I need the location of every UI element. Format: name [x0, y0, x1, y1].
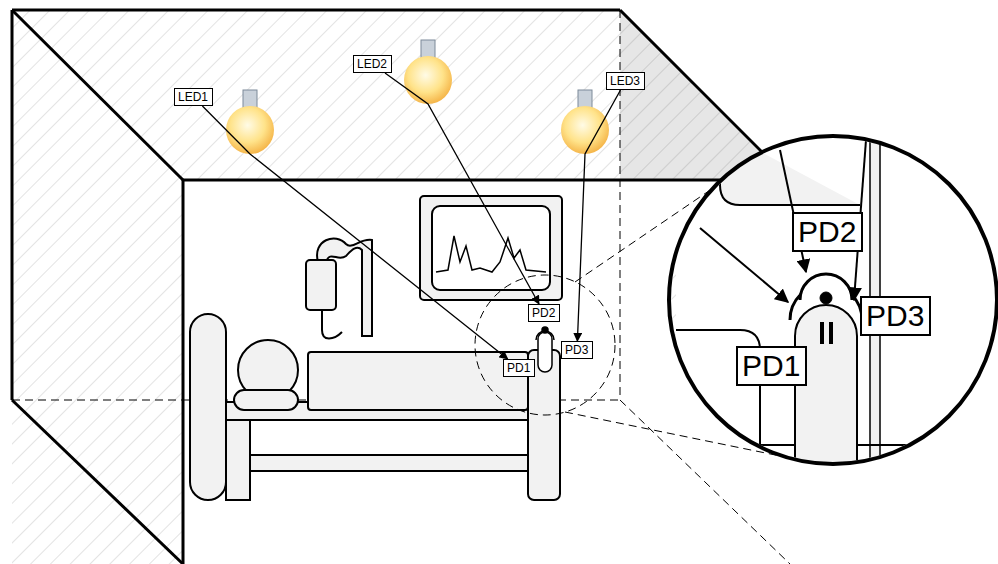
label-box: PD3	[561, 341, 593, 359]
label-text: PD1	[507, 362, 531, 374]
left-wall	[12, 10, 183, 564]
zoom-label-box: PD1	[736, 346, 807, 386]
monitor	[420, 196, 562, 300]
zoom-label-box: PD2	[792, 212, 863, 252]
label-box: LED1	[174, 88, 213, 106]
label-text: PD3	[866, 301, 925, 331]
label-text: LED2	[357, 58, 388, 70]
label-box: PD2	[528, 304, 560, 322]
label-text: PD3	[565, 344, 589, 356]
label-text: PD1	[742, 351, 801, 381]
light-ray-arrow	[577, 90, 620, 341]
light-ray-arrow	[385, 73, 539, 304]
floor	[12, 400, 183, 564]
label-text: PD2	[798, 217, 857, 247]
finger-sensor	[536, 327, 554, 372]
label-text: LED3	[610, 75, 641, 87]
label-box: PD1	[503, 359, 535, 377]
label-box: LED3	[606, 72, 645, 90]
magnifier	[660, 100, 998, 500]
label-text: LED1	[178, 91, 209, 103]
label-box: LED2	[353, 55, 392, 73]
medical-device	[306, 238, 372, 338]
label-text: PD2	[532, 307, 556, 319]
light-ray-arrow	[202, 106, 507, 359]
bed	[190, 314, 560, 500]
zoom-label-box: PD3	[860, 296, 931, 336]
